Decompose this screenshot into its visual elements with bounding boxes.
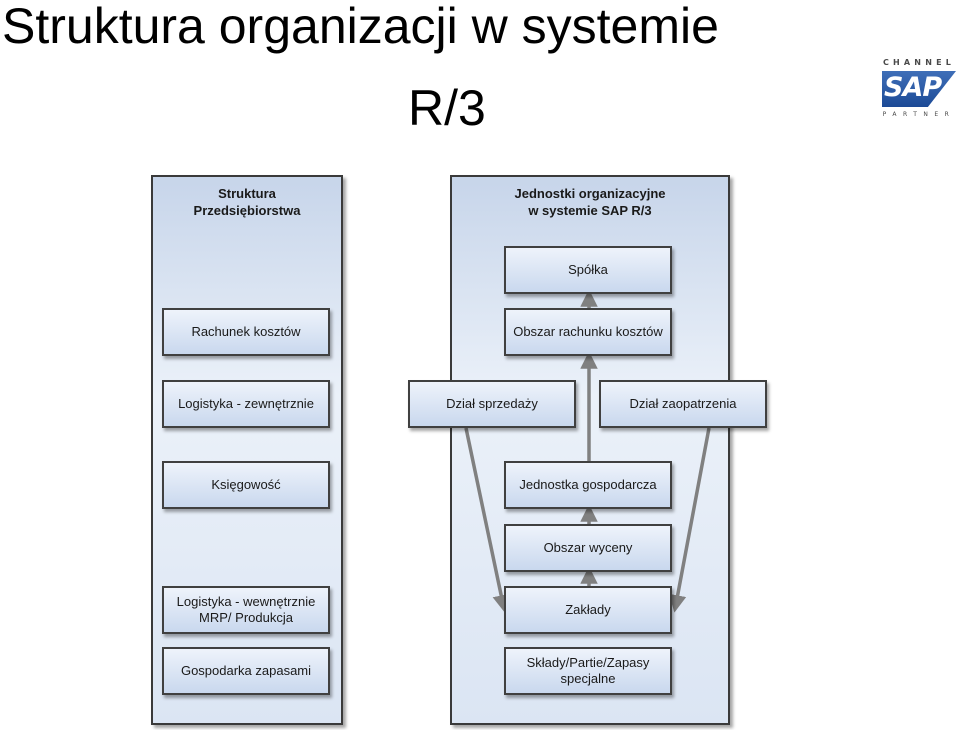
node-label: Gospodarka zapasami <box>180 663 312 678</box>
node-label: Księgowość <box>211 477 281 492</box>
node-label-line-1: Składy/Partie/Zapasy <box>526 655 650 670</box>
title-line-1: Struktura organizacji w systemie <box>2 0 719 54</box>
title-line-2: R/3 <box>408 80 486 136</box>
sap-channel-partner-logo: CHANNEL SAP PARTNER <box>880 58 958 120</box>
node-dzial-sprzedazy: Dział sprzedaży <box>408 380 576 428</box>
node-zaklady: Zakłady <box>504 586 672 634</box>
node-label-line-2: specjalne <box>560 671 616 686</box>
logo-bottom-text: PARTNER <box>882 111 956 118</box>
left-panel-title-line-2: Przedsiębiorstwa <box>193 203 301 218</box>
node-obszar-rachunku-kosztow: Obszar rachunku kosztów <box>504 308 672 356</box>
arrow-sprzedaz-to-zaklady <box>464 427 510 613</box>
node-label: Rachunek kosztów <box>191 324 301 339</box>
node-label: Spółka <box>568 262 608 277</box>
node-label: Obszar rachunku kosztów <box>513 324 663 339</box>
node-gospodarka-zapasami: Gospodarka zapasami <box>162 647 330 695</box>
node-logistyka-zewnetrznie: Logistyka - zewnętrznie <box>162 380 330 428</box>
node-label: Dział zaopatrzenia <box>629 396 737 411</box>
arrow-zaopatrzenie-to-zaklady <box>669 427 711 613</box>
node-label: Obszar wyceny <box>543 540 633 555</box>
node-sklady-partie-zapasy: Składy/Partie/Zapasy specjalne <box>504 647 672 695</box>
right-panel-title-line-1: Jednostki organizacyjne <box>514 186 666 201</box>
node-label-line-1: Logistyka - wewnętrznie <box>176 594 316 609</box>
left-panel-title-line-1: Struktura <box>218 186 276 201</box>
node-spolka: Spółka <box>504 246 672 294</box>
node-label: Jednostka gospodarcza <box>519 477 657 492</box>
node-obszar-wyceny: Obszar wyceny <box>504 524 672 572</box>
node-dzial-zaopatrzenia: Dział zaopatrzenia <box>599 380 767 428</box>
logo-brand-text: SAP <box>884 72 942 103</box>
node-label: Logistyka - zewnętrznie <box>178 396 314 411</box>
node-logistyka-wewnetrznie: Logistyka - wewnętrznie MRP/ Produkcja <box>162 586 330 634</box>
left-panel-title: Struktura Przedsiębiorstwa <box>153 185 341 219</box>
node-rachunek-kosztow: Rachunek kosztów <box>162 308 330 356</box>
right-panel-title: Jednostki organizacyjne w systemie SAP R… <box>452 185 728 219</box>
node-label-line-2: MRP/ Produkcja <box>199 610 293 625</box>
node-label: Dział sprzedaży <box>446 396 538 411</box>
right-panel-title-line-2: w systemie SAP R/3 <box>528 203 652 218</box>
logo-top-text: CHANNEL <box>882 58 956 67</box>
node-ksiegowosc: Księgowość <box>162 461 330 509</box>
node-jednostka-gospodarcza: Jednostka gospodarcza <box>504 461 672 509</box>
node-label: Zakłady <box>565 602 611 617</box>
